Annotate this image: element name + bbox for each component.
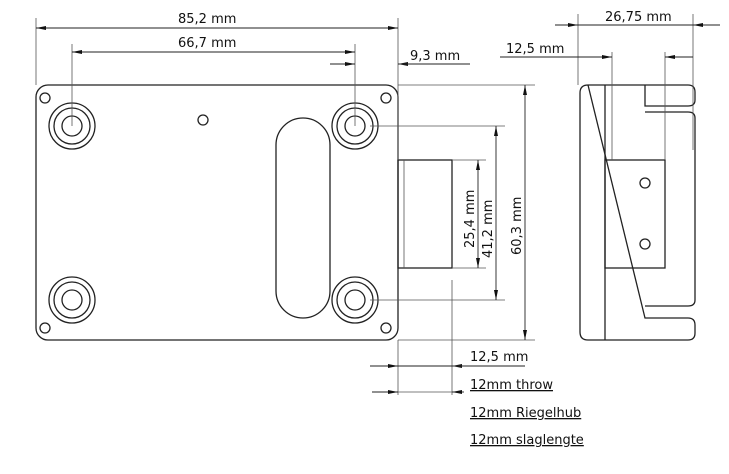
screw-spacing-vertical-label: 41,2 mm xyxy=(481,200,496,258)
bolt-height-label: 25,4 mm xyxy=(463,190,478,248)
throw-label-de: 12mm Riegelhub xyxy=(470,406,581,421)
screw-edge-offset-label: 9,3 mm xyxy=(410,49,460,64)
corner-holes xyxy=(39,92,392,334)
screw-spacing-horizontal-label: 66,7 mm xyxy=(178,36,236,51)
bolt-width-label: 12,5 mm xyxy=(470,350,528,365)
side-view xyxy=(579,84,696,341)
throw-label-en: 12mm throw xyxy=(470,378,553,393)
overall-height-label: 60,3 mm xyxy=(510,197,525,255)
small-hole xyxy=(197,114,209,126)
throw-label-nl: 12mm slaglengte xyxy=(470,433,584,448)
side-bolt-depth-label: 12,5 mm xyxy=(506,42,564,57)
dimension-lines xyxy=(35,14,720,395)
overall-width-label: 85,2 mm xyxy=(178,12,236,27)
side-depth-label: 26,75 mm xyxy=(605,10,672,25)
slot xyxy=(275,117,331,319)
front-view xyxy=(35,84,453,341)
bolt xyxy=(397,159,453,269)
